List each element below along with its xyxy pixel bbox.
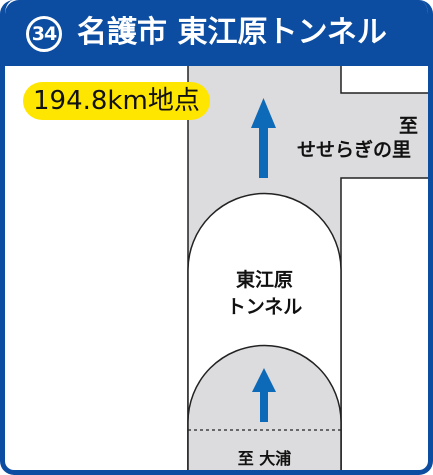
- tunnel-label-line2: トンネル: [226, 296, 303, 318]
- tunnel-label-line1: 東江原: [235, 269, 293, 291]
- direction-arrow-upper: [251, 98, 276, 178]
- direction-right-line1: 至: [399, 115, 419, 137]
- route-number-badge: 34: [26, 16, 62, 52]
- direction-bottom-label: 至 大浦: [237, 449, 292, 468]
- branch-road: [341, 93, 428, 178]
- direction-arrow-lower: [252, 368, 276, 422]
- road-map: [187, 66, 428, 470]
- page-title: 名護市 東江原トンネル: [77, 15, 387, 50]
- distance-badge: 194.8km地点: [23, 82, 210, 120]
- header-bar: 34 名護市 東江原トンネル: [5, 0, 428, 66]
- direction-right-line2: せせらぎの里: [297, 139, 412, 161]
